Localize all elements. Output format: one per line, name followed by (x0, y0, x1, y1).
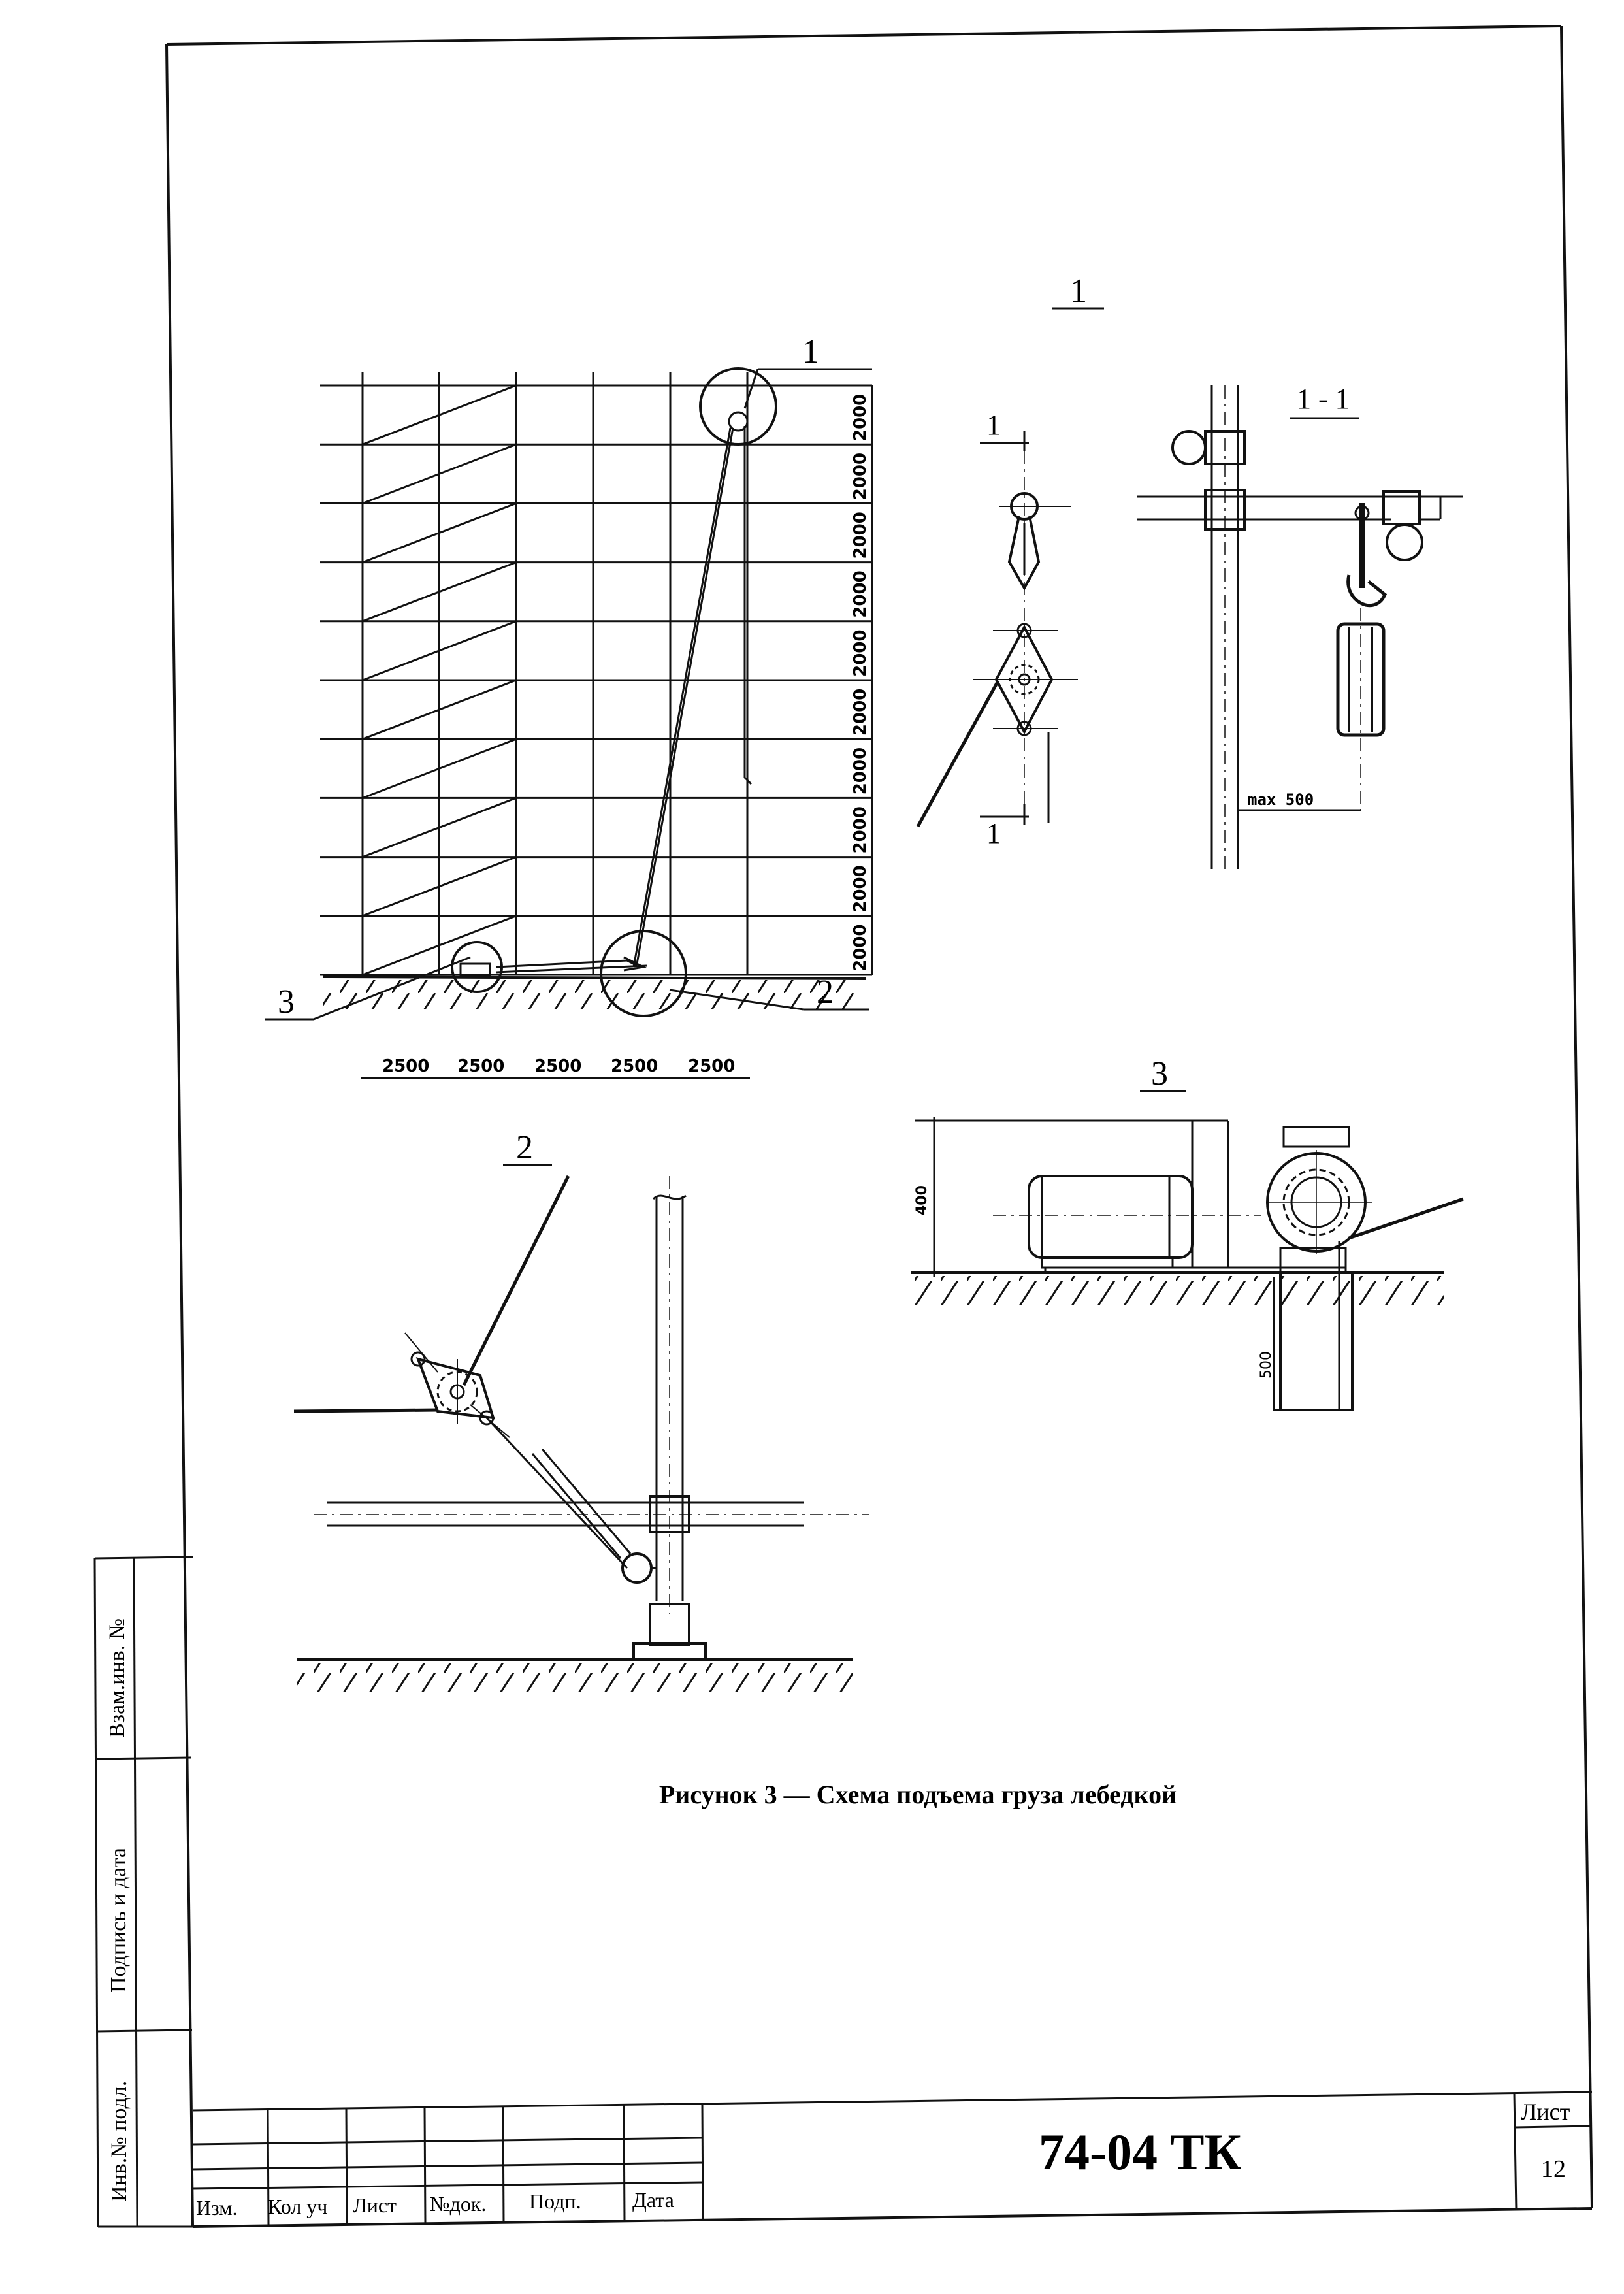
height-dimension-label: 2000 (851, 394, 870, 441)
detail-3-title: 3 (1151, 1055, 1168, 1092)
callout-3: 3 (278, 983, 295, 1021)
detail-3-winch (911, 1090, 1464, 1411)
height-dimensions: 2000 2000 2000 2000 2000 2000 2000 2000 2000 2000 (851, 394, 870, 972)
document-code: 74-04 ТК (1039, 2123, 1241, 2180)
scaffold-brace (362, 384, 517, 446)
scaffold-view (265, 367, 873, 1079)
scaffold-brace (362, 620, 517, 681)
title-block-col-doc: №док. (430, 2192, 486, 2216)
detail-1-title: 1 (1070, 272, 1087, 310)
section-1-1-title: 1 - 1 (1297, 383, 1350, 415)
scaffold-brace (362, 738, 517, 799)
scaffold-brace (362, 679, 517, 740)
width-dimension-label: 2500 (611, 1057, 658, 1076)
side-stamp (93, 1556, 193, 2228)
height-dimension-label: 2000 (851, 512, 870, 559)
detail-2-title: 2 (516, 1129, 533, 1166)
width-dimension-label: 2500 (688, 1057, 735, 1076)
scaffold-brace (362, 443, 517, 504)
section-mark-bottom: 1 (986, 817, 1001, 849)
leader-3 (313, 956, 471, 1021)
title-block-col-kol: Кол уч (268, 2195, 327, 2218)
title-block-col-date: Дата (632, 2188, 674, 2212)
figure-caption: Рисунок 3 — Схема подъема груза лебедкой (659, 1780, 1177, 1809)
side-stamp-sign-date: Подпись и дата (106, 1848, 131, 1993)
height-dimension-label: 2000 (851, 689, 870, 736)
title-block-col-list: Лист (353, 2193, 397, 2217)
section-1-1 (1137, 385, 1463, 869)
callout-1: 1 (802, 333, 819, 370)
leader-2 (669, 989, 804, 1011)
height-dimension-label: 2000 (851, 453, 870, 500)
scaffold-brace (362, 915, 517, 976)
sheet-frame (165, 25, 1593, 2228)
width-dimension-label: 2500 (382, 1057, 429, 1076)
title-block-col-sign: Подп. (529, 2189, 581, 2213)
sheet-number: 12 (1541, 2155, 1566, 2183)
height-dimension-label: 2000 (851, 925, 870, 972)
height-dimension-label: 2000 (851, 630, 870, 677)
width-dimension-label: 2500 (457, 1057, 504, 1076)
ground-line (323, 975, 866, 980)
scaffold-grid (320, 372, 872, 976)
height-dimension-label: 2000 (851, 570, 870, 617)
title-block-col-izm: Изм. (196, 2196, 238, 2220)
dim-500: 500 (1258, 1351, 1275, 1379)
dim-400: 400 (914, 1185, 930, 1215)
height-dimension-label: 2000 (851, 747, 870, 795)
width-dimension-label: 2500 (534, 1057, 581, 1076)
height-dimension-label: 2000 (851, 806, 870, 853)
scaffold-brace (362, 796, 517, 859)
scaffold-brace (362, 561, 517, 623)
side-stamp-inv-replace: Взам.инв. № (105, 1618, 129, 1738)
side-stamp-inv-orig: Инв.№ подл. (107, 2081, 131, 2202)
height-dimension-label: 2000 (851, 865, 870, 912)
title-block (192, 2091, 1593, 2226)
callout-2: 2 (817, 974, 834, 1011)
section-mark-top: 1 (986, 409, 1001, 441)
detail-1 (916, 307, 1104, 828)
max-dimension: max 500 (1248, 791, 1314, 809)
width-dimensions: 2500 2500 2500 2500 2500 (382, 1057, 735, 1076)
scaffold-brace (362, 502, 517, 564)
scaffold-brace (362, 856, 517, 917)
sheet-label: Лист (1521, 2099, 1570, 2125)
scaffold-braces (362, 384, 517, 976)
detail-2 (293, 1164, 869, 1692)
